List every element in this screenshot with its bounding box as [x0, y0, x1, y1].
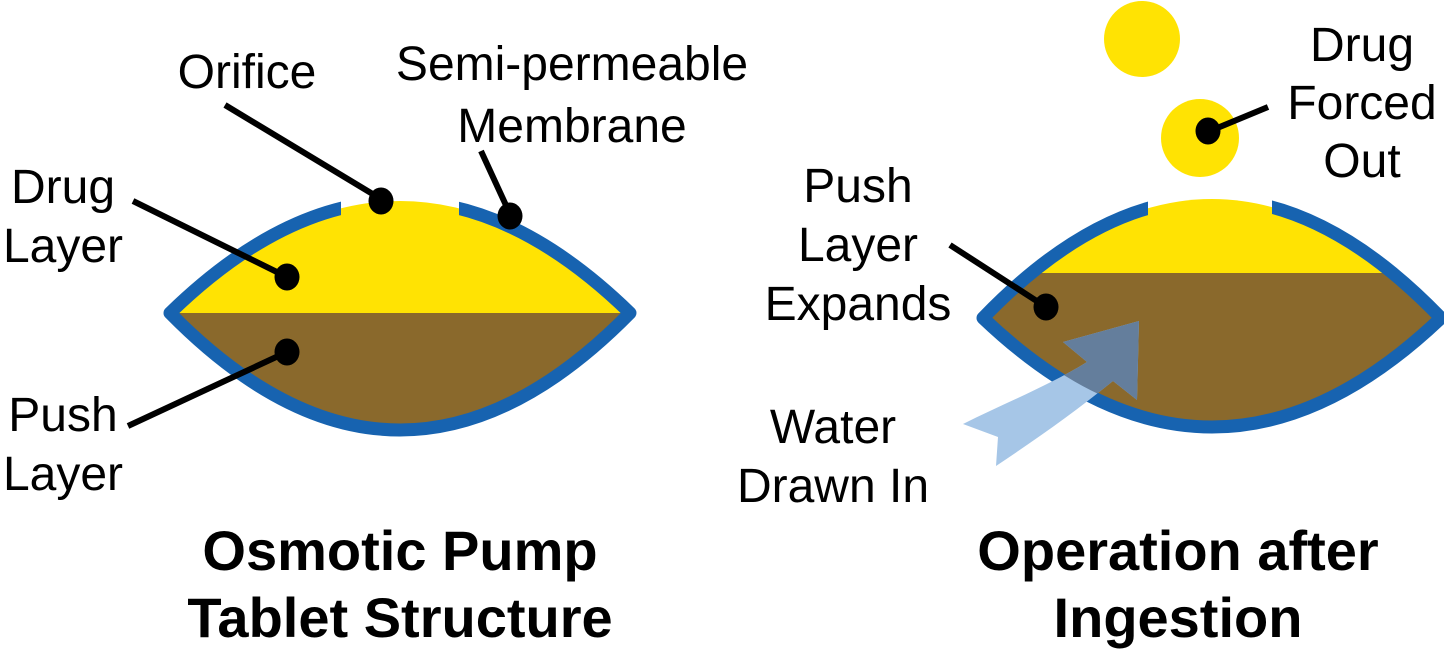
push-layer-label-line1: Push — [8, 389, 118, 442]
drug-layer-label: Drug Layer — [3, 158, 123, 276]
right-semipermeable-membrane — [976, 192, 1444, 434]
push-expands-callout-line — [948, 242, 1048, 310]
push-layer-label-line2: Layer — [2, 448, 124, 501]
water-drawn-in-label: Water Drawn In — [737, 398, 929, 516]
push-layer-callout-line — [126, 349, 289, 429]
left-title-line1: Osmotic Pump — [202, 519, 598, 582]
membrane-label-line1: Semi-permeable — [395, 38, 749, 91]
water-label-line1: Water — [769, 401, 897, 454]
drug-layer-label-line1: Drug — [10, 161, 116, 214]
semipermeable-membrane-label: Semi-permeable Membrane — [396, 34, 748, 158]
drug-forced-out-label: Drug Forced Out — [1287, 17, 1436, 191]
drug-forced-out-callout-dot — [1195, 117, 1221, 145]
water-label-line2: Drawn In — [736, 460, 930, 513]
drug-layer-callout-line — [131, 198, 289, 280]
push-layer-expands-label: Push Layer Expands — [765, 157, 952, 334]
push-expands-label-line3: Expands — [764, 278, 952, 331]
left-semipermeable-membrane — [163, 194, 637, 437]
membrane-label-line2: Membrane — [457, 100, 687, 153]
orifice-label-text: Orifice — [177, 46, 317, 99]
drug-forced-out-line3: Out — [1323, 135, 1401, 188]
push-layer-callout-dot — [274, 338, 300, 366]
push-layer-label: Push Layer — [3, 386, 123, 504]
push-expands-callout-dot — [1033, 293, 1059, 321]
push-expands-label-line2: Layer — [797, 219, 919, 272]
left-title: Osmotic Pump Tablet Structure — [187, 517, 612, 651]
drug-layer-callout-dot — [274, 263, 300, 291]
drug-forced-out-line2: Forced — [1287, 77, 1437, 130]
push-expands-label-line1: Push — [803, 160, 913, 213]
left-title-line2: Tablet Structure — [187, 586, 613, 649]
drug-layer-label-line2: Layer — [2, 220, 124, 273]
right-title-line1: Operation after — [977, 519, 1379, 582]
membrane-callout-line — [478, 149, 513, 216]
right-title: Operation after Ingestion — [977, 517, 1378, 651]
orifice-callout-line — [223, 102, 383, 202]
orifice-callout-dot — [368, 187, 394, 215]
drug-forced-out-line1: Drug — [1309, 19, 1415, 72]
right-title-line2: Ingestion — [1053, 586, 1303, 649]
drug-droplet-top — [1104, 1, 1180, 77]
membrane-callout-dot — [497, 202, 523, 230]
orifice-label: Orifice — [178, 44, 317, 102]
